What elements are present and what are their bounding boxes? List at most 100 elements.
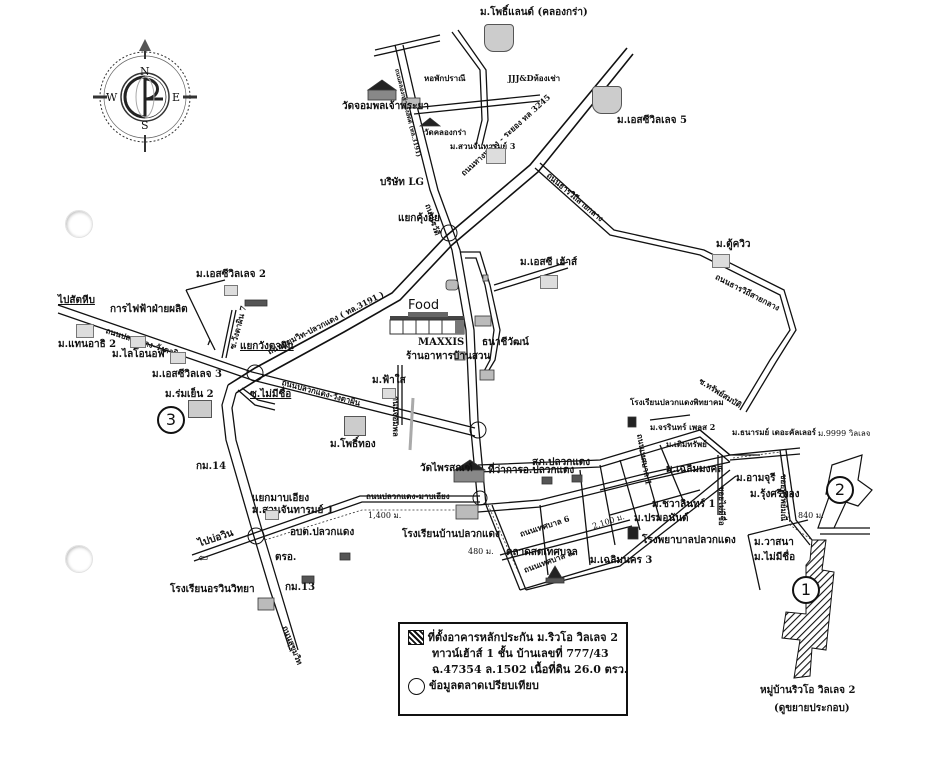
house-icon [592, 86, 622, 114]
label-es-village-5: ม.เอสซีวิลเลจ 5 [617, 115, 687, 126]
label-es-house: ม.เอสซี เฮ้าส์ [520, 257, 578, 268]
house-icon [224, 285, 238, 296]
distance-840: 840 ม. [798, 511, 824, 520]
label-rung-sri: ม.รุ้งศรีทอง [750, 489, 800, 500]
compass-rose [93, 39, 197, 152]
label-tu-view: ม.ตู้ควิว [716, 239, 751, 250]
marker-comparable-3[interactable]: 3 [157, 406, 185, 434]
label-no-name-village: ม.ไม่มีชื่อ [754, 552, 796, 563]
label-soi-nameless: ซ.ไม่มีชื่อ [250, 389, 292, 400]
legend-subject-line1: ที่ตั้งอาคารหลักประกัน ม.ริวโอ วิลเลจ 2 [427, 631, 618, 644]
legend-subject-line3: ฉ.47354 ล.1502 เนื้อที่ดิน 26.0 ตรว. [432, 662, 628, 676]
label-restaurant: ร้านอาหารบ้านสวน [406, 351, 491, 362]
label-water-tower: หอพักปราณี [424, 73, 466, 83]
house-icon [484, 24, 514, 52]
road-north-south [394, 44, 487, 506]
legend-box: ที่ตั้งอาคารหลักประกัน ม.ริวโอ วิลเลจ 2 … [398, 622, 628, 716]
road-soi-nameless [237, 387, 276, 411]
distance-480: 480 ม. [468, 547, 494, 556]
label-toem-sap: ม.เติมทรัพย์ [666, 439, 707, 449]
legend-subject-line2-row: ทาวน์เฮ้าส์ 1 ชั้น บ้านเลขที่ 777/43 [408, 646, 618, 662]
distance-1400: 1,400 ม. [368, 511, 402, 520]
label-school-pluak: โรงเรียนบ้านปลวกแดง [402, 529, 500, 540]
label-lion: ม.ไลโอนอฟ [112, 349, 165, 360]
intersections [246, 224, 488, 545]
house-icon [130, 336, 146, 348]
house-icon [265, 510, 279, 520]
label-arm-uri: ม.อามจุรี [736, 473, 776, 484]
label-egat: การไฟฟ้าฝ่ายผลิต [110, 304, 188, 315]
compass-north: N [140, 65, 150, 78]
label-pothi-land: ม.โพธิ์แลนด์ (คลองกร่า) [480, 7, 588, 18]
label-chanin-2: ม.จรรินทร์ เพลส 2 [650, 422, 716, 432]
legend-subject-line3-row: ฉ.47354 ล.1502 เนื้อที่ดิน 26.0 ตรว. [408, 662, 628, 678]
label-fa-sai: ม.ฟ้าใส [372, 375, 406, 386]
label-porn: ม.ปรมอนันต์ [634, 513, 689, 524]
label-yaek-wang: แยกวังตาผิน [240, 341, 294, 352]
house-icon [76, 324, 94, 338]
label-school-orawin: โรงเรียนอรวินวิทยา [170, 584, 255, 595]
label-wat-phrai: วัดไพรสณฑ์ [420, 463, 473, 474]
road-es2 [185, 279, 226, 351]
label-police-box: ตรอ. [275, 552, 297, 563]
food-building-icon [389, 312, 465, 335]
label-chawalin: ม.ชวาลินทร์ 1 [652, 499, 716, 510]
label-oboto: อบต.ปลวกแดง [290, 527, 355, 538]
label-thanachiwat: ธนาชีวัฒน์ [482, 337, 529, 348]
label-es-village-2: ม.เอสซีวิลเลจ 2 [196, 269, 266, 280]
house-icon [712, 254, 730, 268]
road-sukhumvit [227, 47, 634, 394]
label-thanthai: ม.แทนอาธิ 2 [58, 339, 117, 350]
arrow-to-bowin-icon: ⇦ [198, 551, 209, 565]
label-suan-chan-1: ม.สวนจันทารมย์ 1 [252, 505, 334, 516]
road-label-pluak-map: ถนนปลวกแดง-มาบเอียง [366, 491, 450, 501]
label-suan-chan-3: ม.สวนจันทารมย์ 3 [450, 141, 516, 151]
road-soi-wang7 [221, 309, 237, 359]
label-yaek-map: แยกมาบเอียง [252, 493, 310, 504]
label-km14: กม.14 [196, 461, 227, 472]
marker-comparable-2[interactable]: 2 [826, 476, 854, 504]
label-village-9999: ม.9999 วิลเลจ [818, 429, 871, 438]
label-ryo-village: หมู่บ้านริวโอ วิลเลจ 2 [760, 685, 856, 696]
label-food: Food [408, 298, 440, 313]
label-chaloem-nakhon: ม.เฉลิมนคร 3 [590, 555, 653, 566]
label-ryo-village-sub: (ดูขยายประกอบ) [774, 703, 850, 714]
label-wasana: ม.วาสนา [754, 537, 794, 548]
road-east-loop [460, 251, 569, 376]
binder-hole [65, 210, 93, 238]
label-hospital: โรงพยาบาลปลวกแดง [642, 535, 736, 546]
label-yaek-khung: แยกคุ้งอุ้ย [398, 213, 440, 224]
label-thanarom: ม.ธนารมย์ เดอะคัลเลอร์ [732, 427, 816, 437]
label-wat-khlong-kra: วัดคลองกร่า [424, 127, 467, 137]
house-icon [170, 352, 186, 364]
circle-swatch-icon [408, 677, 425, 695]
label-market: ตลาดสดเทศบาล [506, 547, 578, 558]
legend-subject-line2: ทาวน์เฮ้าส์ 1 ชั้น บ้านเลขที่ 777/43 [432, 646, 609, 660]
road-north-minor [373, 29, 541, 146]
road-bypass [534, 162, 797, 413]
label-district-office: ที่ว่าการอ.ปลวกแดง [488, 465, 575, 476]
label-wat-amphon: วัดจอมพลเจ้าพระยา [342, 101, 429, 112]
road-label-fa-sai: ถนนจอมพล [391, 396, 401, 437]
label-km13: กม.13 [285, 582, 316, 593]
road-label-soi-sap2: ซอยทรัพย์มณี [779, 474, 789, 522]
label-rom-yen: ม.ร่มเย็น 2 [165, 389, 214, 400]
label-chaloem-mongkol: ม.เฉลิมมงคล [666, 464, 724, 475]
label-jjj: JJJ&Dห้องเช่า [508, 73, 561, 83]
label-es-village-3: ม.เอสซีวิลเลจ 3 [152, 369, 222, 380]
marker-subject-1[interactable]: 1 [792, 576, 820, 604]
binder-hole [65, 545, 93, 573]
house-icon [382, 388, 396, 399]
hatch-swatch-icon [408, 630, 424, 646]
legend-comparable: ข้อมูลตลาดเปรียบเทียบ [429, 679, 539, 693]
house-icon [188, 400, 212, 418]
distance-lines [264, 451, 813, 581]
legend-comparable-row: ข้อมูลตลาดเปรียบเทียบ [408, 677, 618, 695]
compass-south: S [141, 119, 149, 132]
label-police: สภ.ปลวกแดง [532, 457, 591, 468]
house-icon [486, 148, 506, 164]
label-to-sattahip: ไปสัตหีบ [58, 295, 95, 306]
building-icons [244, 79, 639, 611]
label-school-pluak-pittayakhom: โรงเรียนปลวกแดงพิทยาคม [630, 397, 724, 407]
